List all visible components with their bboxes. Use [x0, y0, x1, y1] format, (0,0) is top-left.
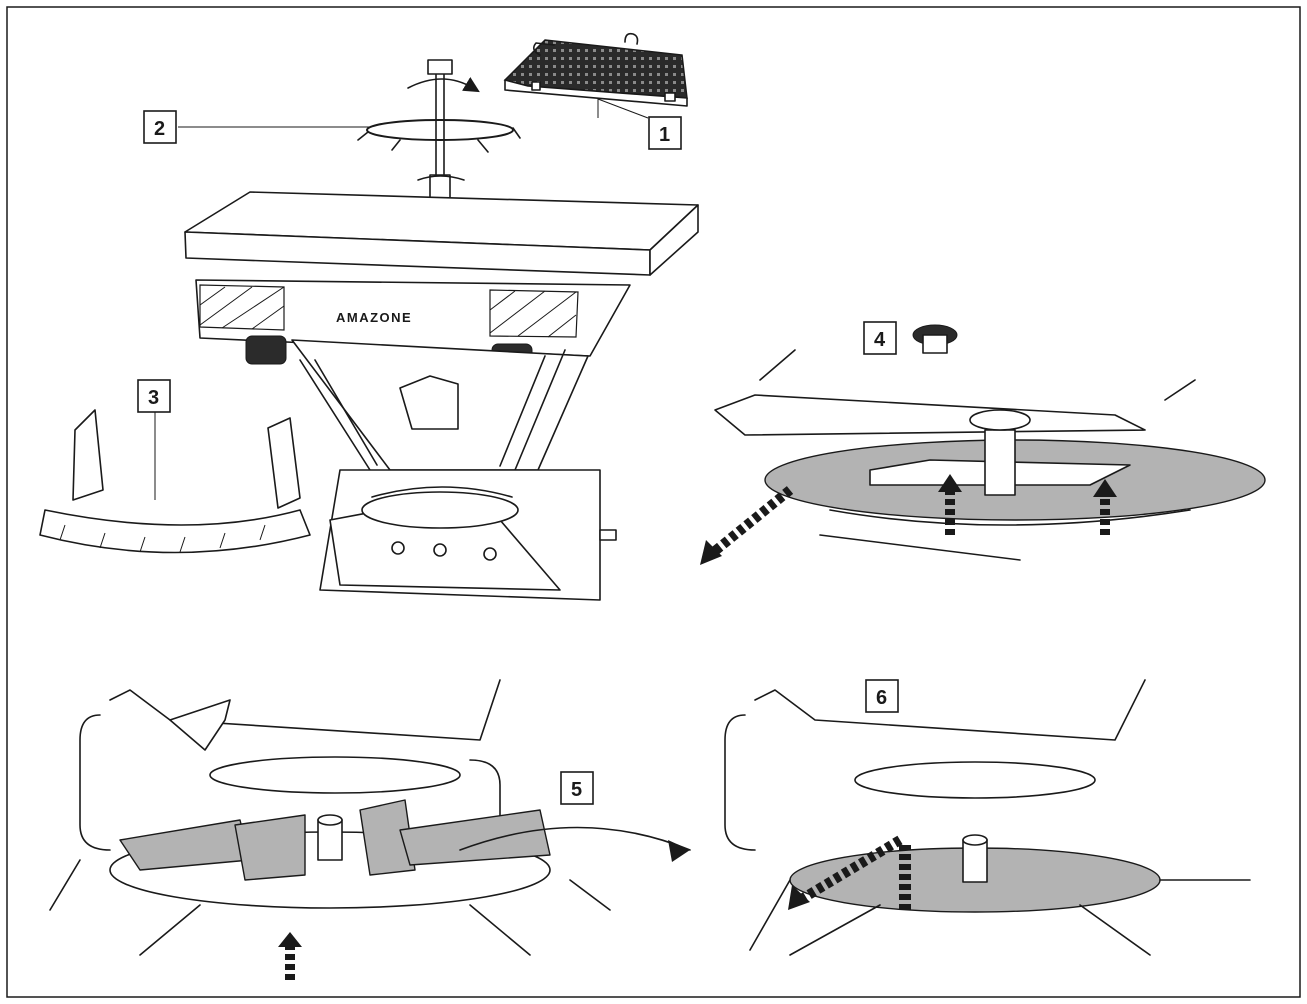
- lamp-left: [245, 335, 287, 365]
- panel-4-disc-removal: [700, 324, 1266, 565]
- callout-2: 2: [143, 110, 177, 144]
- callout-5: 5: [560, 771, 594, 805]
- callout-4: 4: [863, 321, 897, 355]
- callout-6-label: 6: [876, 687, 887, 709]
- figure-frame: [6, 6, 1301, 998]
- callout-2-label: 2: [154, 118, 165, 140]
- callout-4-label: 4: [874, 329, 886, 351]
- deflector-guard-part: [39, 409, 311, 554]
- panel-5-spinner-vanes: [49, 679, 691, 980]
- brand-label: AMAZONE: [336, 310, 412, 325]
- callout-1-label: 1: [659, 124, 670, 146]
- callout-3: 3: [137, 379, 171, 413]
- callout-5-label: 5: [571, 779, 582, 801]
- panel-6-disc-mount: [724, 679, 1251, 956]
- callout-1: 1: [648, 116, 682, 150]
- callout-6: 6: [865, 679, 899, 713]
- warning-hatch-left: [199, 284, 285, 331]
- warning-hatch-right: [489, 289, 579, 338]
- callout-3-label: 3: [148, 387, 159, 409]
- hopper-body: AMAZONE: [184, 191, 699, 601]
- sieve-grid-part: [503, 32, 688, 119]
